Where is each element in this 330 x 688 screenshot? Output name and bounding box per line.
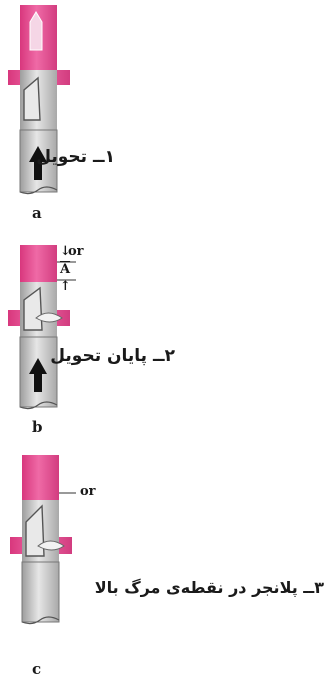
helix-edge-a — [23, 76, 41, 121]
break-line-b — [19, 401, 58, 410]
figure-letter-b: b — [32, 418, 43, 436]
up-arrow-icon: ↑ — [60, 279, 71, 294]
label-or-c: or — [80, 484, 96, 499]
down-arrow-icon: ↓ — [60, 244, 71, 259]
figure-letter-a: a — [32, 204, 42, 222]
break-line-c — [21, 616, 60, 625]
caption-step-1: ۱ــ تحویل — [36, 147, 115, 167]
caption-step-2: ۲ــ پایان تحویل — [50, 346, 175, 366]
up-arrow-icon — [29, 11, 43, 51]
helix-edge-c — [25, 504, 45, 557]
figure-b — [8, 245, 76, 410]
helix-edge-b — [23, 286, 43, 331]
label-a-gap: A — [60, 262, 71, 277]
figure-c — [10, 455, 76, 625]
up-arrow-icon — [29, 358, 47, 392]
figure-a — [8, 5, 70, 195]
plunger-c — [21, 561, 60, 623]
up-arrow-icon — [29, 146, 47, 180]
break-line-a — [19, 186, 58, 195]
caption-step-3: ۳ــ پلانجر در نقطه‌ی مرگ بالا — [94, 578, 324, 597]
spill-flow-c — [37, 540, 65, 551]
spill-flow-b — [35, 312, 63, 323]
figure-letter-c: c — [32, 660, 42, 678]
label-or-b: or — [68, 244, 84, 259]
